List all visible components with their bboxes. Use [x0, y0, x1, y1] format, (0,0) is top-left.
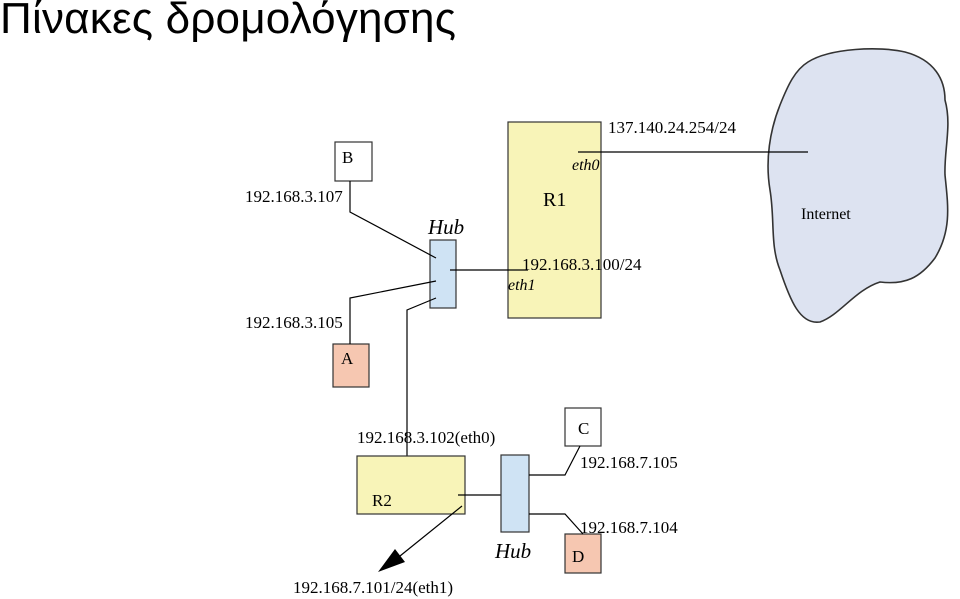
link-a-hub1	[349, 280, 437, 344]
arrowhead	[378, 549, 405, 572]
page-title: Πίνακες δρομολόγησης	[0, 0, 457, 43]
r2-eth0-ip: 192.168.3.102(eth0)	[357, 428, 495, 447]
host-c-ip: 192.168.7.105	[580, 453, 678, 472]
hub-2-label: Hub	[494, 539, 531, 563]
r1-eth0-ip: 137.140.24.254/24	[608, 118, 736, 137]
r1-label: R1	[543, 189, 566, 211]
r1-eth1-ip: 192.168.3.100/24	[522, 255, 642, 274]
host-d	[564, 533, 602, 574]
router-r1	[507, 121, 602, 319]
host-c-label: C	[578, 419, 589, 438]
hub-1	[429, 239, 457, 309]
hub-1-label: Hub	[427, 215, 464, 239]
host-d-ip: 192.168.7.104	[580, 518, 678, 537]
r2-label: R2	[372, 491, 392, 510]
host-a-label: A	[341, 349, 354, 368]
r1-eth0-label: eth0	[572, 157, 600, 174]
router-r2	[356, 455, 466, 515]
host-b-label: B	[342, 148, 353, 167]
host-a-ip: 192.168.3.105	[245, 313, 343, 332]
r1-eth1-label: eth1	[508, 277, 536, 294]
link-b-hub1	[349, 181, 437, 259]
r2-eth1-ip: 192.168.7.101/24(eth1)	[293, 578, 453, 597]
link-r2-eth1	[399, 505, 463, 557]
link-hub2-c	[529, 445, 581, 476]
host-d-label: D	[572, 547, 584, 566]
internet-label: Internet	[801, 206, 851, 223]
host-b	[334, 141, 373, 182]
host-c	[564, 407, 602, 447]
link-hub1-r2	[406, 297, 437, 486]
host-a	[332, 343, 370, 388]
host-b-ip: 192.168.3.107	[245, 187, 343, 206]
link-hub2-d	[529, 513, 584, 535]
hub-2	[500, 454, 530, 533]
internet-cloud	[767, 48, 949, 323]
